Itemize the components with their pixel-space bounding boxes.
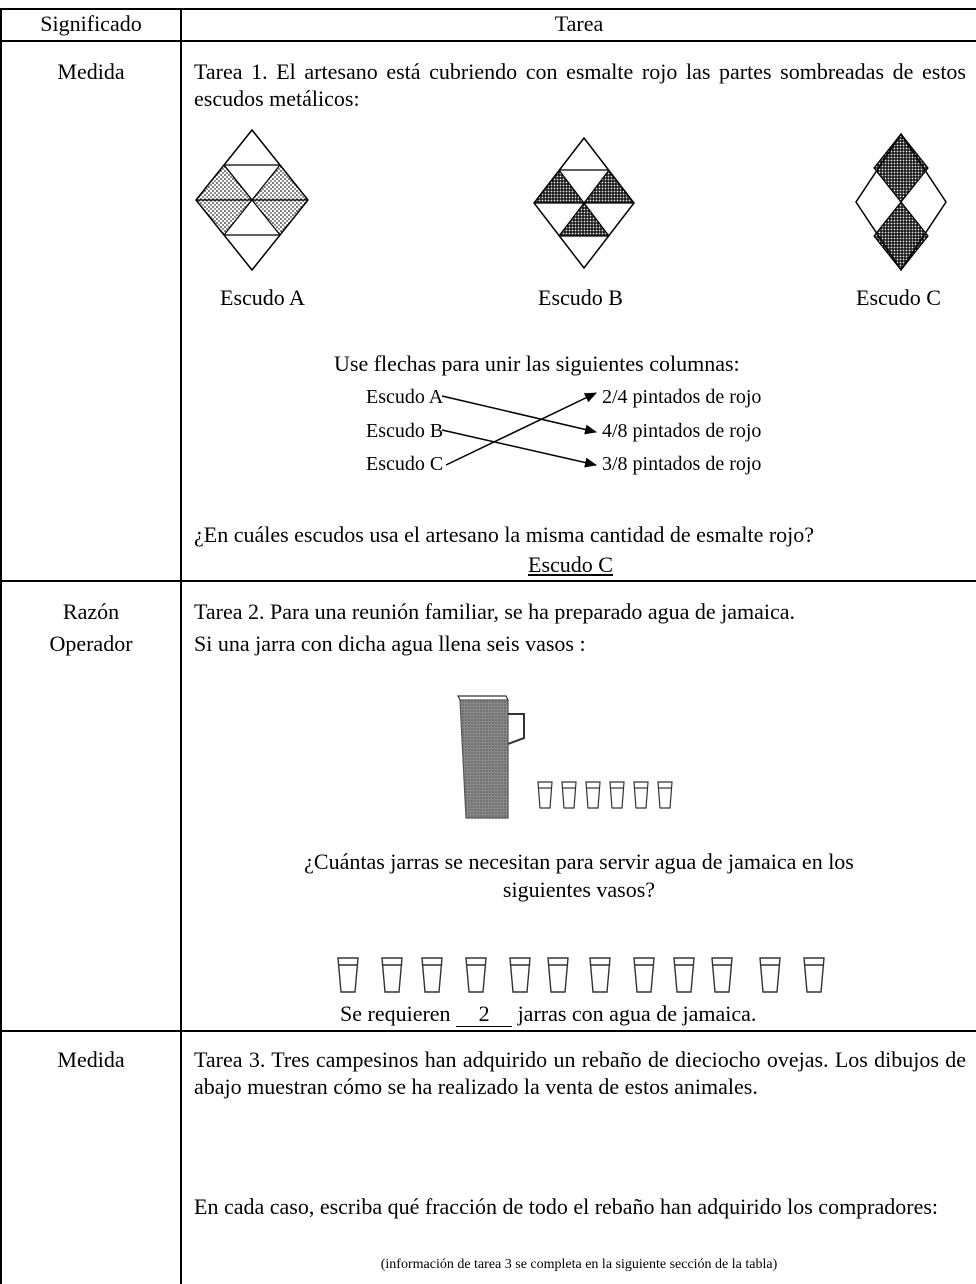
table-column-divider — [180, 10, 182, 1284]
right-item-2: 4/8 pintados de rojo — [602, 420, 762, 442]
row3-task-title: Tarea 3. Tres campesinos han adquirido u… — [194, 1047, 966, 1099]
row1-meaning: Medida — [57, 59, 125, 84]
table-top-border — [0, 8, 976, 10]
row2-meaning-line1: Razón — [62, 599, 120, 624]
row1-task-title: Tarea 1. El artesano está cubriendo con … — [194, 59, 966, 111]
shield-c-label: Escudo C — [856, 285, 941, 310]
header-divider — [0, 40, 976, 42]
right-item-1: 2/4 pintados de rojo — [602, 386, 762, 408]
arrow-b-to-3 — [441, 429, 597, 468]
arrow-a-to-2 — [441, 395, 597, 435]
glass-icons-row — [537, 781, 673, 809]
arrow-c-to-1 — [445, 392, 597, 466]
row2-question-line1: ¿Cuántas jarras se necesitan para servir… — [304, 849, 854, 874]
pitcher-icon — [457, 695, 525, 819]
row2-divider — [0, 1030, 976, 1032]
table-left-border — [0, 10, 2, 1284]
header-task: Tarea — [554, 11, 604, 36]
left-item-c: Escudo C — [366, 453, 444, 475]
row1-answer: Escudo C — [528, 552, 613, 577]
row2-task-line1: Tarea 2. Para una reunión familiar, se h… — [194, 599, 796, 624]
header-meaning: Significado — [40, 11, 142, 36]
row2-question-line2: siguientes vasos? — [502, 877, 656, 902]
twelve-glasses — [337, 957, 825, 993]
answer-prefix: Se requieren — [340, 1001, 451, 1026]
shield-b-label: Escudo B — [538, 285, 623, 310]
row3-meaning: Medida — [57, 1047, 125, 1072]
left-item-b: Escudo B — [366, 420, 444, 442]
row2-task-line2: Si una jarra con dicha agua llena seis v… — [194, 631, 586, 656]
shield-a-figure — [195, 128, 309, 272]
answer-value: 2 — [478, 1001, 490, 1026]
pitcher-with-six-glasses — [457, 695, 673, 819]
shield-a-label: Escudo A — [220, 285, 305, 310]
row3-note: (información de tarea 3 se completa en l… — [380, 1257, 778, 1272]
row1-instruction: Use flechas para unir las siguientes col… — [334, 351, 740, 376]
shield-c-figure — [855, 132, 947, 272]
right-item-3: 3/8 pintados de rojo — [602, 453, 762, 475]
row2-answer-line: Se requieren 2 jarras con agua de jamaic… — [340, 1000, 756, 1027]
row1-question: ¿En cuáles escudos usa el artesano la mi… — [194, 522, 815, 547]
row1-divider — [0, 580, 976, 582]
row2-meaning-line2: Operador — [49, 631, 133, 656]
row3-instruction: En cada caso, escriba qué fracción de to… — [194, 1194, 939, 1219]
answer-blank: 2 — [456, 1001, 513, 1027]
shield-b-figure — [533, 136, 635, 270]
matching-arrows — [441, 392, 597, 468]
answer-suffix: jarras con agua de jamaica. — [517, 1001, 757, 1026]
left-item-a: Escudo A — [366, 386, 444, 408]
